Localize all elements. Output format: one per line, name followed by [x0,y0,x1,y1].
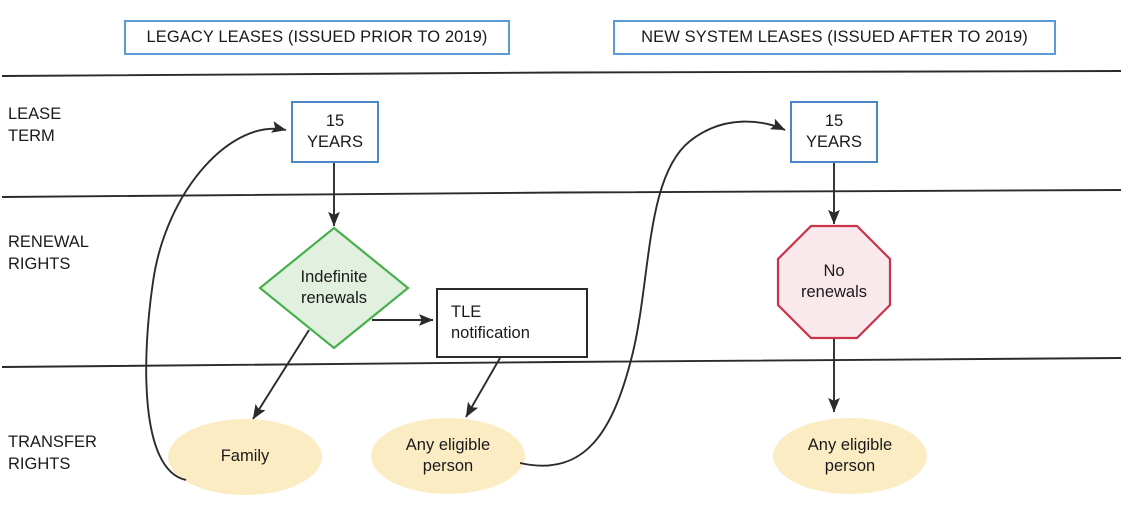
connector-tle-notification-to-any-eligible [465,357,501,418]
divider-line-top [1,70,1122,77]
node-label-new-lease-term: 15 YEARS [806,111,862,151]
node-legacy-transfer-any-eligible[interactable] [371,418,525,494]
connector-any-eligible-to-new-term [519,118,786,467]
row-label-transfer-rights: TRANSFER RIGHTS [8,433,97,473]
node-label-legacy-transfer-family: Family [220,447,270,466]
row-label-lease-term: LEASE TERM [8,105,62,145]
node-label-new-transfer-any-eligible: Any eligible person [807,435,893,475]
node-legacy-tle-notification[interactable] [436,288,588,358]
node-legacy-lease-term[interactable] [291,101,379,163]
row-label-renewal-rights: RENEWAL RIGHTS [8,233,89,273]
node-label-legacy-tle-notification: TLE notification [451,302,530,342]
node-new-renewal-rights[interactable] [776,224,892,340]
header-new-system-leases: NEW SYSTEM LEASES (ISSUED AFTER TO 2019) [613,20,1056,55]
node-new-transfer-any-eligible[interactable] [773,418,927,494]
node-label-legacy-transfer-any-eligible: Any eligible person [405,435,491,475]
node-new-lease-term[interactable] [790,101,878,163]
connector-renewal-to-family [252,329,310,420]
node-label-new-renewal-rights: No renewals [800,261,868,301]
node-legacy-renewal-rights[interactable] [258,226,410,350]
divider-line-bottom [1,357,1122,368]
connector-family-to-legacy-term [145,121,287,481]
node-label-legacy-renewal-rights: Indefinite renewals [300,267,368,307]
header-legacy-leases: LEGACY LEASES (ISSUED PRIOR TO 2019) [124,20,510,55]
section-divider-lines [1,70,1122,368]
node-legacy-transfer-family[interactable] [168,419,322,495]
divider-line-middle [1,189,1122,198]
node-label-legacy-lease-term: 15 YEARS [307,111,363,151]
